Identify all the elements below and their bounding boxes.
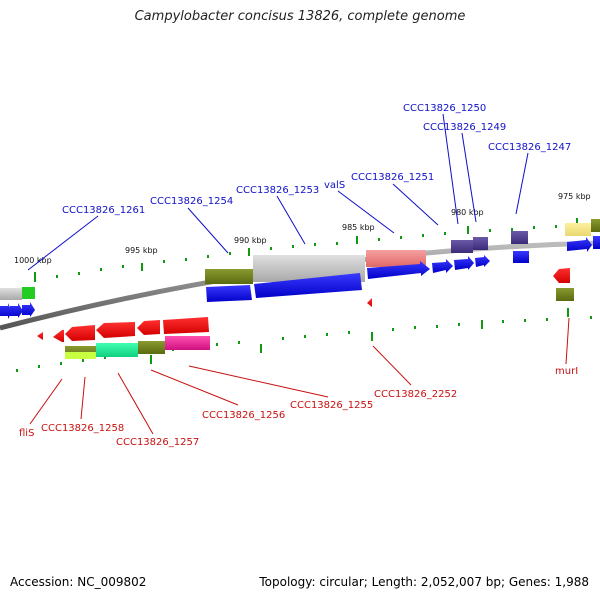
gene-label-vals: valS [324, 180, 345, 191]
gene-label-ccc13826-1255: CCC13826_1255 [290, 400, 373, 411]
gene-label-ccc13826-1261: CCC13826_1261 [62, 205, 145, 216]
forward-cds-track [0, 236, 600, 319]
map-title: Campylobacter concisus 13826, complete g… [134, 9, 466, 24]
tick-label-995: 995 kbp [125, 246, 158, 255]
inner-tick-track [16, 308, 592, 372]
forward-category-track [0, 219, 600, 300]
gene-label-ccc13826-1257: CCC13826_1257 [116, 437, 199, 448]
gene-label-ccc13826-1258: CCC13826_1258 [41, 423, 124, 434]
reverse-category-track [65, 288, 574, 359]
tick-label-985: 985 kbp [342, 223, 375, 232]
outer-tick-track [15, 218, 578, 291]
accession-text: Accession: NC_009802 [10, 575, 147, 589]
gene-label-flis: fliS [19, 428, 34, 439]
reverse-label-leaders [29, 317, 570, 435]
gene-label-ccc13826-2252: CCC13826_2252 [374, 389, 457, 400]
gene-label-ccc13826-1254: CCC13826_1254 [150, 196, 233, 207]
tick-label-990: 990 kbp [234, 236, 267, 245]
gene-label-muri: murI [555, 366, 578, 377]
reverse-cds-track [37, 268, 570, 342]
gene-label-ccc13826-1249: CCC13826_1249 [423, 122, 506, 133]
tick-label-1000: 1000 kbp [14, 256, 52, 265]
gene-label-ccc13826-1251: CCC13826_1251 [351, 172, 434, 183]
tick-label-980: 980 kbp [451, 208, 484, 217]
gene-label-ccc13826-1253: CCC13826_1253 [236, 185, 319, 196]
forward-label-leaders [27, 113, 529, 271]
gene-label-ccc13826-1247: CCC13826_1247 [488, 142, 571, 153]
tick-label-975: 975 kbp [558, 192, 591, 201]
gene-label-ccc13826-1250: CCC13826_1250 [403, 103, 486, 114]
genome-summary-text: Topology: circular; Length: 2,052,007 bp… [259, 575, 589, 589]
gene-label-ccc13826-1256: CCC13826_1256 [202, 410, 285, 421]
